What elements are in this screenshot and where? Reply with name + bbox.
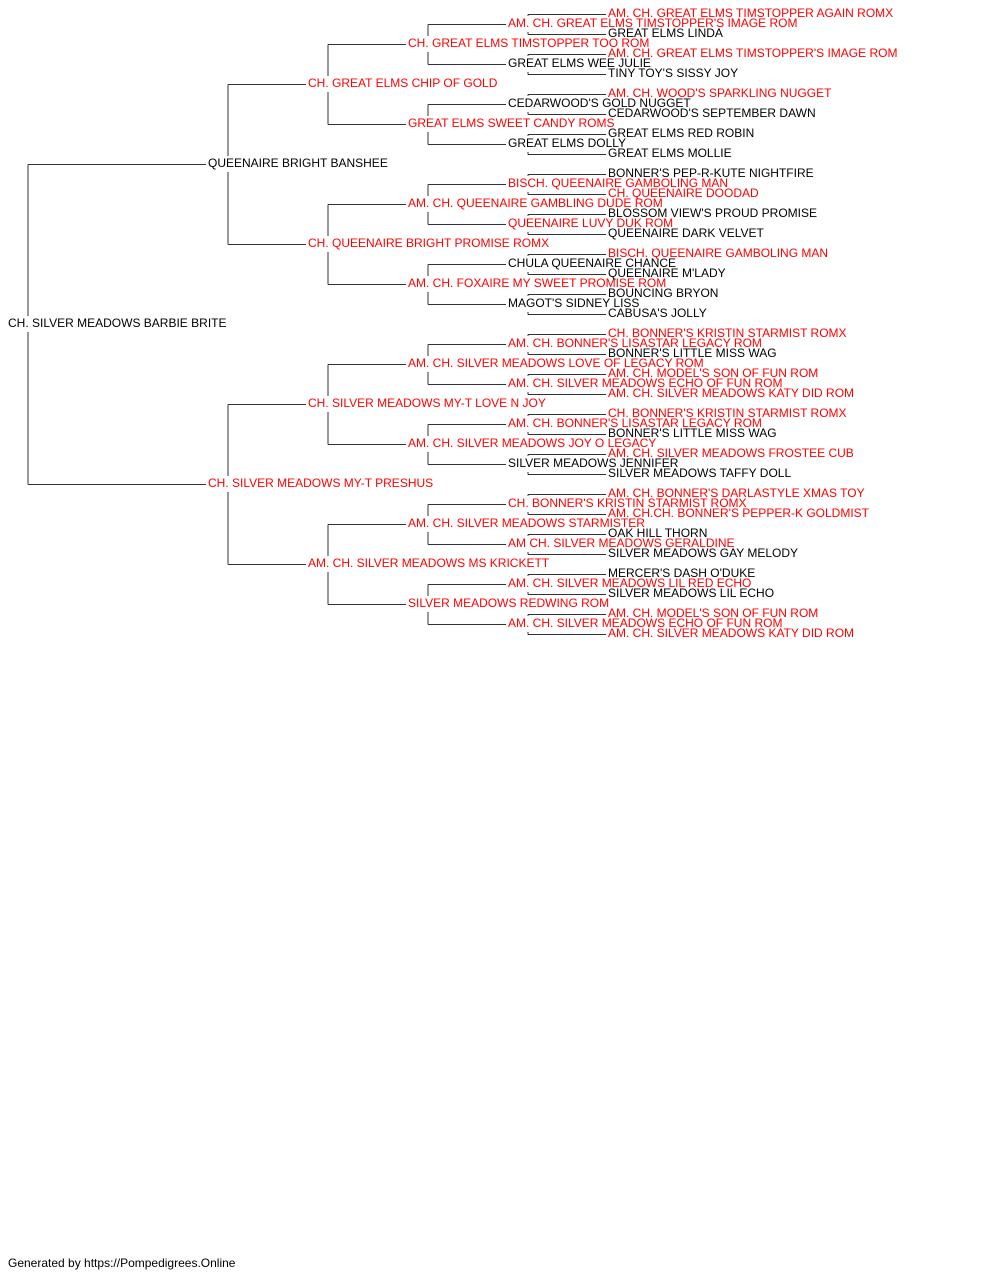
dog-name: AM CH. SILVER MEADOWS GERALDINE: [508, 536, 734, 550]
connector-lines: [27, 14, 606, 635]
pedigree-tree: CH. SILVER MEADOWS BARBIE BRITE QUEENAIRE…: [8, 6, 897, 640]
dog-name: BOUNCING BRYON: [608, 286, 718, 300]
dog-name: CH. GREAT ELMS CHIP OF GOLD: [308, 76, 498, 90]
subject-name: CH. SILVER MEADOWS BARBIE BRITE: [8, 316, 226, 330]
dog-name: GREAT ELMS WEE JULIE: [508, 56, 651, 70]
dog-name: AM. CH. QUEENAIRE GAMBLING DUDE ROM: [408, 196, 663, 210]
dog-name: QUEENAIRE DARK VELVET: [608, 226, 764, 240]
dog-name: TINY TOY'S SISSY JOY: [608, 66, 738, 80]
dog-name: MAGOT'S SIDNEY LISS: [508, 296, 639, 310]
dog-name: CH. SILVER MEADOWS MY-T PRESHUS: [208, 476, 433, 490]
dog-name: BONNER'S PEP-R-KUTE NIGHTFIRE: [608, 166, 814, 180]
dog-name: CH. QUEENAIRE BRIGHT PROMISE ROMX: [308, 236, 549, 250]
dog-name: AM. CH. MODEL'S SON OF FUN ROM: [608, 606, 818, 620]
dog-name: BONNER'S LITTLE MISS WAG: [608, 426, 777, 440]
dog-name: GREAT ELMS RED ROBIN: [608, 126, 754, 140]
dog-name: AM. CH. GREAT ELMS TIMSTOPPER'S IMAGE RO…: [608, 46, 897, 60]
dog-name: CH. QUEENAIRE DOODAD: [608, 186, 759, 200]
dog-name: CH. BONNER'S KRISTIN STARMIST ROMX: [608, 326, 847, 340]
dog-name: GREAT ELMS LINDA: [608, 26, 723, 40]
dog-name: BISCH. QUEENAIRE GAMBOLING MAN: [608, 246, 828, 260]
dog-name: CABUSA'S JOLLY: [608, 306, 707, 320]
dog-name: AM. CH. FOXAIRE MY SWEET PROMISE ROM: [408, 276, 666, 290]
dog-name: AM. CH. SILVER MEADOWS MS KRICKETT: [308, 556, 550, 570]
dog-name: CHULA QUEENAIRE CHANCE: [508, 256, 676, 270]
dog-name: CEDARWOOD'S GOLD NUGGET: [508, 96, 691, 110]
dog-name: SILVER MEADOWS TAFFY DOLL: [608, 466, 791, 480]
dog-name: AM. CH. SILVER MEADOWS LIL RED ECHO: [508, 576, 751, 590]
dog-name: MERCER'S DASH O'DUKE: [608, 566, 755, 580]
footer-credit: Generated by https://Pompedigrees.Online: [8, 1256, 236, 1270]
dog-name: CH. SILVER MEADOWS MY-T LOVE N JOY: [308, 396, 546, 410]
dog-name: CH. GREAT ELMS TIMSTOPPER TOO ROM: [408, 36, 649, 50]
dog-name: AM. CH. SILVER MEADOWS JOY O LEGACY: [408, 436, 656, 450]
dog-name: AM. CH. SILVER MEADOWS STARMISTER: [408, 516, 645, 530]
dog-name: SILVER MEADOWS GAY MELODY: [608, 546, 798, 560]
dog-name: CH. BONNER'S KRISTIN STARMIST ROMX: [608, 406, 847, 420]
dog-name: GREAT ELMS MOLLIE: [608, 146, 732, 160]
dog-name: AM. CH. SILVER MEADOWS KATY DID ROM: [608, 626, 854, 640]
dog-name: AM. CH. GREAT ELMS TIMSTOPPER AGAIN ROMX: [608, 6, 893, 20]
dog-name: AM. CH. GREAT ELMS TIMSTOPPER'S IMAGE RO…: [508, 16, 797, 30]
dog-name: GREAT ELMS DOLLY: [508, 136, 626, 150]
dog-name: AM. CH. SILVER MEADOWS KATY DID ROM: [608, 386, 854, 400]
dog-names: CH. SILVER MEADOWS BARBIE BRITE QUEENAIRE…: [8, 6, 897, 640]
dog-name: AM. CH. SILVER MEADOWS ECHO OF FUN ROM: [508, 376, 782, 390]
dog-name: BONNER'S LITTLE MISS WAG: [608, 346, 777, 360]
dog-name: AM. CH. BONNER'S DARLASTYLE XMAS TOY: [608, 486, 865, 500]
dog-name: AM. CH. WOOD'S SPARKLING NUGGET: [608, 86, 832, 100]
dog-name: SILVER MEADOWS LIL ECHO: [608, 586, 774, 600]
dog-name: AM. CH. SILVER MEADOWS FROSTEE CUB: [608, 446, 854, 460]
dog-name: BISCH. QUEENAIRE GAMBOLING MAN: [508, 176, 728, 190]
dog-name: QUEENAIRE BRIGHT BANSHEE: [208, 156, 388, 170]
dog-name: AM. CH. BONNER'S LISASTAR LEGACY ROM: [508, 416, 762, 430]
dog-name: AM. CH. SILVER MEADOWS ECHO OF FUN ROM: [508, 616, 782, 630]
dog-name: CEDARWOOD'S SEPTEMBER DAWN: [608, 106, 816, 120]
dog-name: AM. CH. MODEL'S SON OF FUN ROM: [608, 366, 818, 380]
dog-name: AM. CH. BONNER'S LISASTAR LEGACY ROM: [508, 336, 762, 350]
dog-name: QUEENAIRE M'LADY: [608, 266, 726, 280]
dog-name: GREAT ELMS SWEET CANDY ROMS: [408, 116, 614, 130]
dog-name: SILVER MEADOWS JENNIFER: [508, 456, 679, 470]
dog-name: AM. CH.CH. BONNER'S PEPPER-K GOLDMIST: [608, 506, 870, 520]
dog-name: SILVER MEADOWS REDWING ROM: [408, 596, 609, 610]
dog-name: QUEENAIRE LUVY DUK ROM: [508, 216, 673, 230]
dog-name: BLOSSOM VIEW'S PROUD PROMISE: [608, 206, 817, 220]
dog-name: OAK HILL THORN: [608, 526, 707, 540]
dog-name: CH. BONNER'S KRISTIN STARMIST ROMX: [508, 496, 747, 510]
dog-name: AM. CH. SILVER MEADOWS LOVE OF LEGACY RO…: [408, 356, 704, 370]
